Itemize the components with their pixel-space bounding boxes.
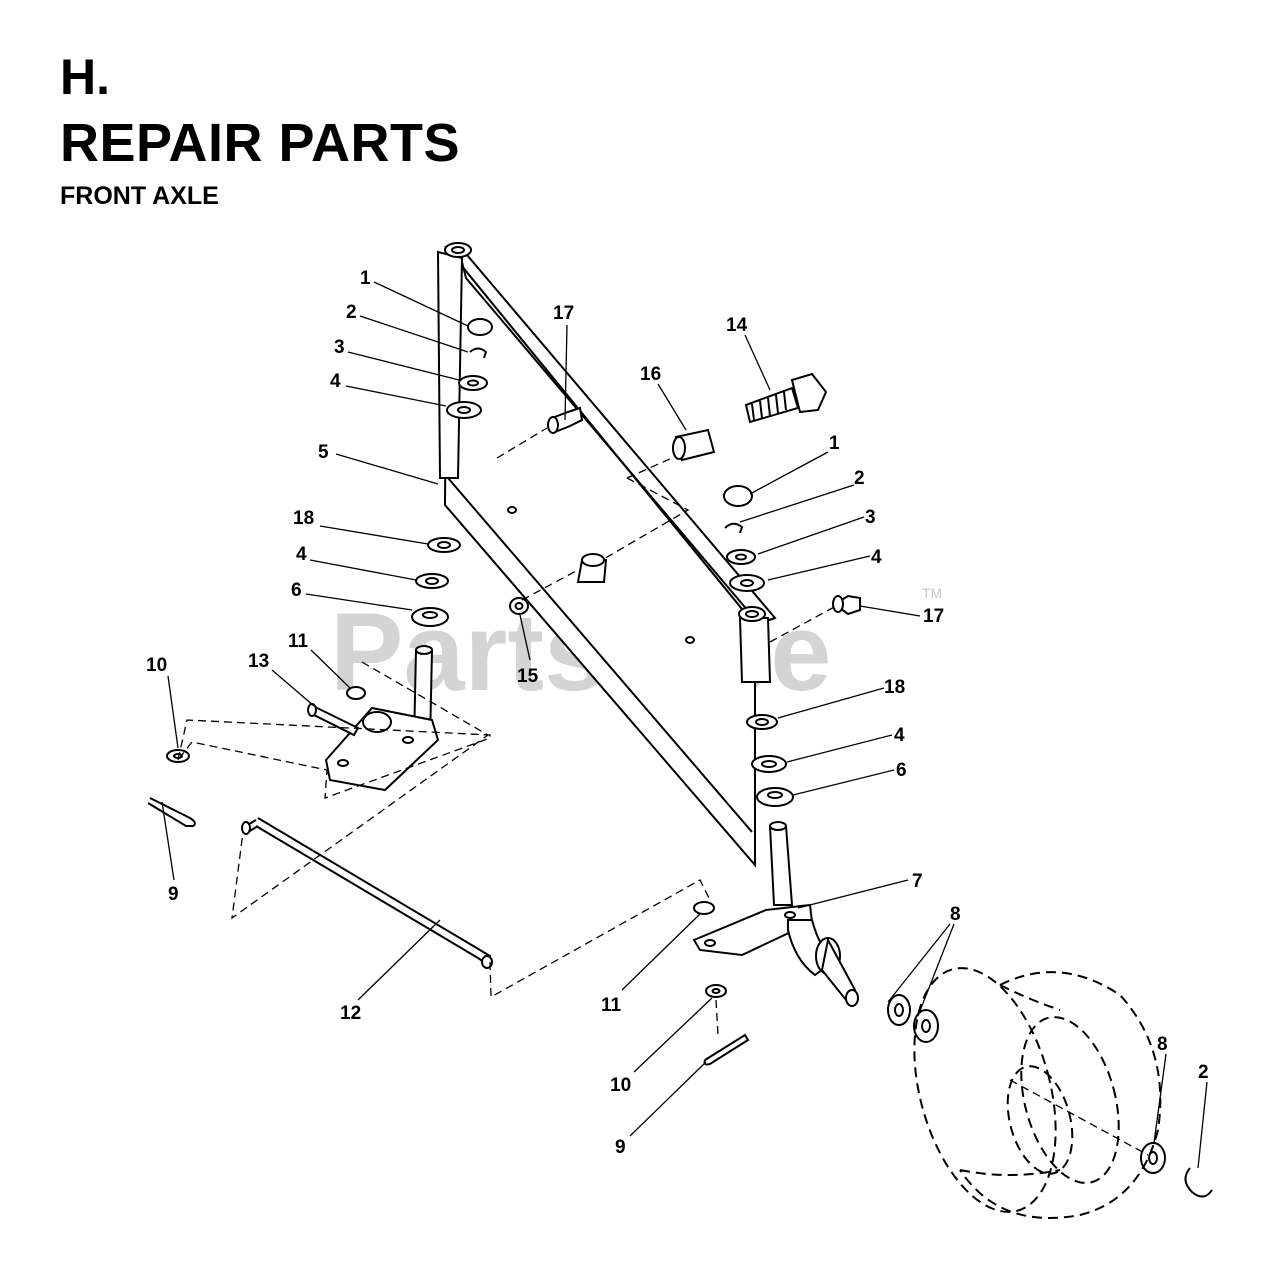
callout-9: 9 bbox=[615, 1137, 626, 1158]
bushing-6-right bbox=[756, 787, 794, 807]
callout-labels: 1 2 3 4 5 18 4 6 10 13 11 9 17 16 14 1 2… bbox=[146, 268, 1209, 1158]
callout-4: 4 bbox=[894, 725, 905, 746]
spacer-16 bbox=[672, 428, 716, 462]
washer-3-left bbox=[458, 375, 488, 391]
grease-fitting-17-right bbox=[832, 594, 861, 616]
callout-2: 2 bbox=[346, 302, 357, 323]
callout-10: 10 bbox=[146, 655, 167, 676]
callout-11: 11 bbox=[288, 631, 309, 652]
callout-8: 8 bbox=[1157, 1034, 1168, 1055]
nut-15 bbox=[509, 597, 529, 615]
washer-8-outer bbox=[913, 1009, 939, 1043]
wheel-tire-phantom bbox=[913, 967, 1162, 1219]
callout-17: 17 bbox=[553, 303, 574, 324]
cotter-pin-9-left bbox=[147, 797, 196, 827]
callout-1: 1 bbox=[829, 433, 840, 454]
washer-3-right bbox=[726, 549, 756, 565]
callout-1: 1 bbox=[360, 268, 371, 289]
section-letter: H. bbox=[60, 49, 110, 105]
washer-4-left-lower bbox=[415, 573, 449, 589]
callout-6: 6 bbox=[291, 580, 302, 601]
callout-2: 2 bbox=[1198, 1062, 1209, 1083]
callout-14: 14 bbox=[726, 315, 748, 336]
retaining-ring-2-right bbox=[724, 522, 744, 534]
callout-2: 2 bbox=[854, 468, 865, 489]
spindle-right bbox=[692, 821, 859, 1008]
washer-4-right bbox=[729, 574, 765, 592]
callout-18: 18 bbox=[884, 677, 905, 698]
washer-4-right-lower bbox=[751, 755, 787, 773]
callout-16: 16 bbox=[640, 364, 661, 385]
axle-beam bbox=[436, 242, 777, 868]
washer-4-left bbox=[446, 401, 482, 419]
callout-4: 4 bbox=[296, 544, 307, 565]
callout-18: 18 bbox=[293, 508, 314, 529]
washer-8-wheel bbox=[1140, 1142, 1166, 1174]
retaining-ring-2-left bbox=[469, 347, 488, 359]
callout-11: 11 bbox=[601, 995, 622, 1016]
retaining-ring-2-wheel bbox=[1184, 1167, 1213, 1198]
callout-6: 6 bbox=[896, 760, 907, 781]
callout-10: 10 bbox=[610, 1075, 631, 1096]
leader-lines bbox=[161, 281, 1208, 1169]
washer-10-right bbox=[705, 984, 727, 998]
assembly-lines bbox=[177, 427, 1149, 1156]
tie-rod-12 bbox=[241, 817, 493, 969]
page-subtitle: FRONT AXLE bbox=[60, 182, 219, 210]
cap-1-right bbox=[723, 485, 753, 507]
cap-1-left bbox=[467, 318, 493, 336]
callout-7: 7 bbox=[912, 871, 923, 892]
bushing-6-left bbox=[411, 607, 449, 627]
cotter-pin-9-right bbox=[703, 1033, 750, 1066]
nut-11-left bbox=[346, 686, 366, 700]
bolt-14 bbox=[744, 372, 828, 424]
watermark-trademark: TM bbox=[922, 585, 942, 601]
callout-5: 5 bbox=[318, 442, 329, 463]
grease-fitting-17-upper bbox=[547, 406, 584, 434]
callout-3: 3 bbox=[865, 507, 876, 528]
washer-10-left bbox=[166, 749, 190, 763]
callout-15: 15 bbox=[517, 666, 539, 687]
callout-13: 13 bbox=[248, 651, 269, 672]
washer-8-inner bbox=[887, 994, 911, 1026]
callout-4: 4 bbox=[330, 371, 341, 392]
callout-12: 12 bbox=[340, 1003, 361, 1024]
page-title: REPAIR PARTS bbox=[60, 113, 461, 173]
callout-9: 9 bbox=[168, 884, 179, 905]
nut-11-right bbox=[693, 901, 715, 915]
callout-8: 8 bbox=[950, 904, 961, 925]
callout-17: 17 bbox=[923, 606, 944, 627]
callout-3: 3 bbox=[334, 337, 345, 358]
callout-4: 4 bbox=[871, 547, 882, 568]
washer-18-right bbox=[746, 714, 778, 730]
washer-18-left bbox=[427, 537, 461, 553]
